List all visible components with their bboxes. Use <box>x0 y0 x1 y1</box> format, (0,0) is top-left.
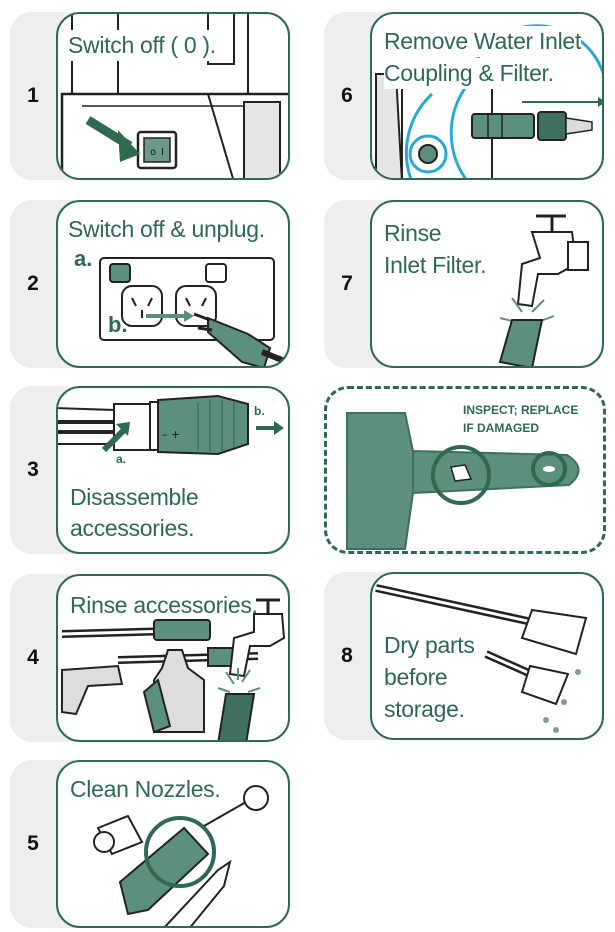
step-7-card: Rinse Inlet Filter. <box>370 200 604 368</box>
magnifier-circle-icon <box>531 451 567 487</box>
tap-icon <box>516 214 589 308</box>
inspect-box: INSPECT; REPLACE IF DAMAGED <box>324 386 606 554</box>
step-2-label-a: a. <box>74 246 93 271</box>
wand-icon <box>375 584 588 706</box>
coupling-icon <box>471 113 535 139</box>
step-6-card: Remove Water Inlet Coupling & Filter. <box>370 12 604 180</box>
step-8-caption-line3: storage. <box>384 696 465 722</box>
step-5-card: Clean Nozzles. <box>56 760 290 928</box>
svg-text:o: o <box>150 147 156 158</box>
step-6-caption-line2: Coupling & Filter. <box>384 58 554 89</box>
step-2-caption: Switch off & unplug. <box>68 216 265 242</box>
spray-gun-icon <box>61 664 124 716</box>
step-7-caption-line1: Rinse <box>384 220 442 246</box>
step-8-caption-line2: before <box>384 664 448 690</box>
nozzle-icon: – + <box>157 394 249 456</box>
magnifier-circle-icon <box>431 445 491 505</box>
step-1-caption: Switch off ( 0 ). <box>68 30 220 61</box>
inlet-filter-icon <box>498 319 544 366</box>
step-6-caption-line1: Remove Water Inlet <box>384 26 581 57</box>
step-7-caption-line2: Inlet Filter. <box>384 252 487 278</box>
inlet-filter-icon <box>537 111 593 141</box>
inlet-coupling-illustration <box>375 24 602 178</box>
wand-nozzle-illustration: – + <box>58 394 284 456</box>
power-switch-icon[interactable]: o I <box>136 130 178 170</box>
step-8-card: Dry parts before storage. <box>370 572 604 740</box>
step-4-card: Rinse accessories. <box>56 574 290 742</box>
coupling-icon <box>93 814 144 856</box>
step-5-number: 5 <box>27 832 39 855</box>
dry-parts-illustration <box>375 584 588 733</box>
step-4-caption: Rinse accessories. <box>70 592 258 618</box>
step-3-number: 3 <box>27 458 39 481</box>
svg-text:– +: – + <box>162 428 180 441</box>
inspect-text-line2: IF DAMAGED <box>463 421 539 435</box>
step-5-caption: Clean Nozzles. <box>70 776 221 802</box>
rinse-filter-illustration <box>498 214 589 366</box>
magnifier-circle-icon <box>144 816 216 888</box>
inspect-text-line1: INSPECT; REPLACE <box>463 403 579 417</box>
rinse-accessories-illustration <box>61 598 286 740</box>
svg-text:I: I <box>161 147 164 158</box>
step-3-caption-line2: accessories. <box>70 515 195 541</box>
step-6-number: 6 <box>341 84 353 107</box>
nozzle-icon <box>142 678 172 734</box>
step-7-number: 7 <box>341 272 353 295</box>
wall-socket-icon <box>99 257 275 341</box>
water-drops-icon <box>499 297 555 323</box>
step-8-caption-line1: Dry parts <box>384 632 475 658</box>
step-4-number: 4 <box>27 646 39 669</box>
step-3-label-a: a. <box>116 452 127 466</box>
step-3-label-b: b. <box>254 404 265 418</box>
step-8-number: 8 <box>341 644 353 667</box>
tap-icon <box>228 598 286 678</box>
wall-socket-illustration <box>99 257 290 368</box>
nozzle-icon <box>118 826 210 916</box>
step-2-number: 2 <box>27 272 39 295</box>
step-1-number: 1 <box>27 84 39 107</box>
step-1-card: o I Switch off ( 0 ). <box>56 12 290 180</box>
plug-icon[interactable] <box>193 312 290 368</box>
clean-nozzles-illustration <box>93 785 269 926</box>
water-drops-icon <box>543 669 581 733</box>
step-3-caption-line1: Disassemble <box>70 484 199 510</box>
water-drops-icon <box>217 668 261 740</box>
wand-icon <box>61 619 259 667</box>
step-2-label-b: b. <box>108 312 128 337</box>
pressure-washer-switch-illustration: o I <box>60 14 288 178</box>
filter-inspection-illustration <box>346 412 580 550</box>
step-2-card: Switch off & unplug. a. b. <box>56 200 290 368</box>
step-3-card: – + a. b. Disassemble accessories. <box>56 386 290 554</box>
